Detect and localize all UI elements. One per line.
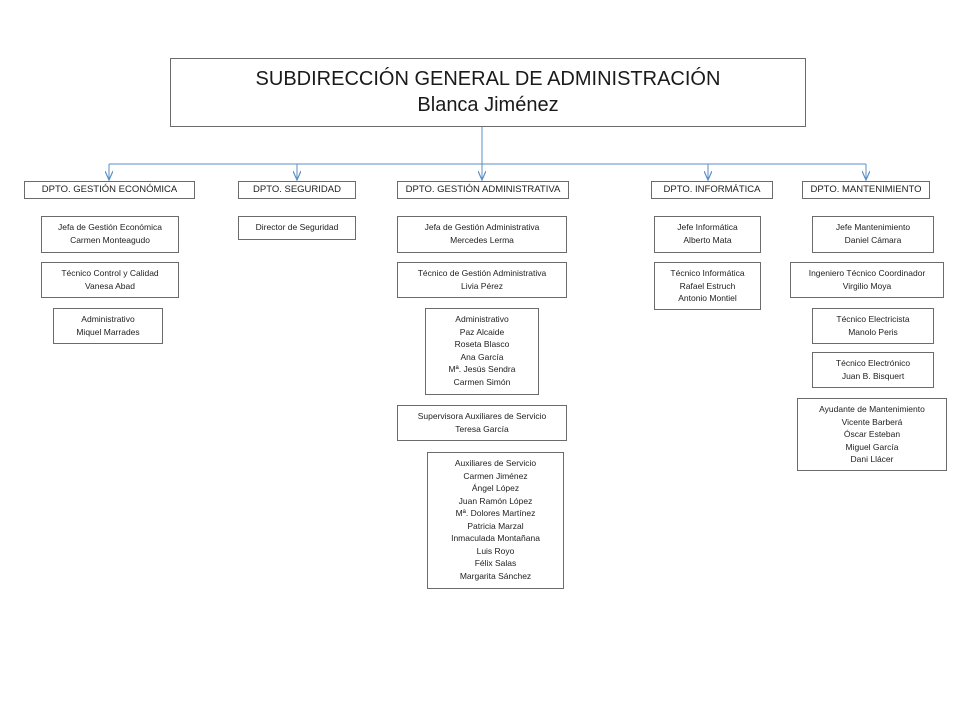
subdireccion-general-box: SUBDIRECCIÓN GENERAL DE ADMINISTRACIÓN B… — [170, 58, 806, 127]
position-title: Jefe Informática — [677, 222, 738, 232]
position-jefe-mantenimiento: Jefe Mantenimiento Daniel Cámara — [812, 216, 934, 253]
person-name: Juan Ramón López — [458, 495, 533, 506]
person-name: Vicente Barberá — [841, 416, 903, 427]
person-name: Alberto Mata — [683, 234, 732, 245]
dept-mantenimiento: DPTO. MANTENIMIENTO — [802, 181, 930, 199]
person-name: Carmen Monteagudo — [70, 234, 150, 245]
position-title: Ayudante de Mantenimiento — [819, 404, 925, 414]
person-name: Patricia Marzal — [467, 520, 524, 531]
person-name: Mercedes Lerma — [450, 234, 514, 245]
position-title: Jefe Mantenimiento — [835, 222, 911, 232]
person-name: Félix Salas — [474, 558, 517, 568]
position-jefa-gestion-economica: Jefa de Gestión Económica Carmen Monteag… — [41, 216, 179, 253]
position-title: Técnico Control y Calidad — [61, 268, 159, 278]
position-title: Técnico Electrónico — [835, 358, 911, 368]
position-supervisora-auxiliares: Supervisora Auxiliares de Servicio Teres… — [397, 405, 567, 441]
position-tecnico-electronico: Técnico Electrónico Juan B. Bisquert — [812, 352, 934, 388]
position-title: Técnico Informática — [670, 268, 745, 278]
org-title: SUBDIRECCIÓN GENERAL DE ADMINISTRACIÓN — [255, 68, 721, 90]
position-auxiliares-servicio: Auxiliares de Servicio Carmen Jiménez Án… — [427, 452, 564, 589]
person-name: Miquel Marrades — [76, 326, 140, 337]
dept-gestion-administrativa: DPTO. GESTIÓN ADMINISTRATIVA — [397, 181, 569, 199]
person-name: Mª. Dolores Martínez — [455, 508, 536, 518]
person-name: Carmen Jiménez — [463, 470, 528, 481]
person-name: Manolo Peris — [848, 326, 898, 337]
org-head-name: Blanca Jiménez — [417, 94, 559, 116]
position-administrativo-economica: Administrativo Miquel Marrades — [53, 308, 163, 344]
position-title: Auxiliares de Servicio — [454, 458, 537, 468]
position-title: Jefa de Gestión Administrativa — [424, 222, 540, 232]
person-name: Mª. Jesús Sendra — [448, 364, 516, 374]
person-name: Paz Alcaide — [459, 326, 505, 337]
person-name: Ana García — [460, 351, 504, 362]
person-name: Juan B. Bisquert — [841, 370, 905, 381]
position-director-seguridad: Director de Seguridad — [238, 216, 356, 240]
person-name: Dani Llácer — [850, 454, 894, 464]
person-name: Vanesa Abad — [85, 280, 135, 291]
position-title: Supervisora Auxiliares de Servicio — [417, 411, 547, 421]
person-name: Carmen Simón — [453, 376, 511, 387]
person-name: Antonio Montiel — [678, 293, 737, 303]
person-name: Virgilio Moya — [842, 280, 892, 291]
position-tecnico-informatica: Técnico Informática Rafael Estruch Anton… — [654, 262, 761, 310]
person-name: Inmaculada Montañana — [451, 533, 540, 543]
dept-seguridad: DPTO. SEGURIDAD — [238, 181, 356, 199]
position-title: Técnico Electricista — [836, 314, 910, 324]
position-title: Administrativo — [455, 314, 509, 324]
position-tecnico-control-calidad: Técnico Control y Calidad Vanesa Abad — [41, 262, 179, 298]
person-name: Óscar Esteban — [843, 429, 901, 439]
position-jefa-gestion-administrativa: Jefa de Gestión Administrativa Mercedes … — [397, 216, 567, 253]
position-jefe-informatica: Jefe Informática Alberto Mata — [654, 216, 761, 253]
dept-informatica: DPTO. INFORMÁTICA — [651, 181, 773, 199]
position-title: Ingeniero Técnico Coordinador — [808, 268, 926, 278]
person-name: Daniel Cámara — [844, 234, 902, 245]
person-name: Miguel García — [845, 441, 899, 452]
person-name: Ángel López — [471, 483, 520, 493]
position-title: Administrativo — [81, 314, 135, 324]
person-name: Roseta Blasco — [454, 339, 510, 349]
position-administrativo-administrativa: Administrativo Paz Alcaide Roseta Blasco… — [425, 308, 539, 395]
person-name: Rafael Estruch — [679, 280, 736, 291]
position-title: Director de Seguridad — [255, 222, 339, 232]
person-name: Margarita Sánchez — [459, 570, 532, 581]
position-tecnico-gestion-administrativa: Técnico de Gestión Administrativa Livia … — [397, 262, 567, 298]
person-name: Luis Royo — [476, 545, 515, 556]
position-ayudante-mantenimiento: Ayudante de Mantenimiento Vicente Barber… — [797, 398, 947, 471]
position-ingeniero-tecnico-coordinador: Ingeniero Técnico Coordinador Virgilio M… — [790, 262, 944, 298]
person-name: Livia Pérez — [460, 280, 504, 291]
dept-gestion-economica: DPTO. GESTIÓN ECONÓMICA — [24, 181, 195, 199]
position-title: Técnico de Gestión Administrativa — [417, 268, 547, 278]
person-name: Teresa García — [455, 423, 509, 434]
position-title: Jefa de Gestión Económica — [58, 222, 162, 232]
position-tecnico-electricista: Técnico Electricista Manolo Peris — [812, 308, 934, 344]
